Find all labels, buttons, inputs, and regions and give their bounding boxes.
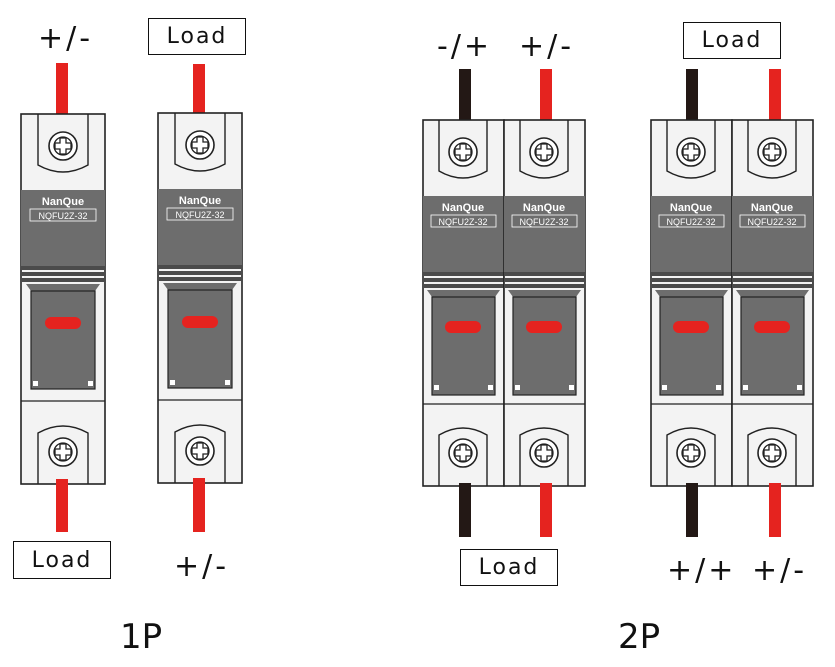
1p-left-bottom-wire [56,479,68,532]
1p-left-top-polarity-label: +/- [38,21,94,56]
1p-right-brand-text: NanQue [179,195,221,207]
1p-caption: 1P [120,617,163,657]
2p-right-pole1-model-text: NQFU2Z-32 [666,217,715,227]
2p-right-pole1-brand-text: NanQue [670,202,712,214]
1p-right-top-wire [193,64,205,118]
2p-caption: 2P [618,617,661,657]
2p-right-bottom-label-2: +/- [752,553,808,588]
2p-left-top-label-2: +/- [519,29,575,64]
2p-left-wire-1-bottom [459,483,471,537]
2p-left-wire-2-top [540,69,552,125]
2p-right-pole2-brand-text: NanQue [751,202,793,214]
2p-right-load-box: Load [683,22,781,59]
1p-left-load-box: Load [13,541,111,579]
1p-right-bottom-polarity-label: +/- [174,549,230,584]
2p-right-bottom-label-1: +/+ [667,553,737,588]
1p-right-breaker: NanQue NQFU2Z-32 [157,112,243,488]
1p-right-load-box: Load [148,18,246,55]
2p-left-load-box: Load [460,549,558,586]
2p-right-wire-2-bottom [769,483,781,537]
2p-left-pole1-brand-text: NanQue [442,202,484,214]
2p-left-pole1-model-text: NQFU2Z-32 [438,217,487,227]
1p-left-model-text: NQFU2Z-32 [38,211,87,221]
2p-right-breaker: NanQue NQFU2Z-32 NanQue N [650,119,814,491]
2p-left-wire-1-top [459,69,471,125]
1p-right-bottom-wire [193,478,205,532]
2p-right-pole2-model-text: NQFU2Z-32 [747,217,796,227]
1p-left-breaker: NanQue NQFU2Z-32 [20,113,106,489]
2p-right-wire-2-top [769,69,781,125]
2p-left-top-label-1: -/+ [437,29,493,64]
2p-left-pole2-model-text: NQFU2Z-32 [519,217,568,227]
2p-left-pole2-brand-text: NanQue [523,202,565,214]
1p-left-brand-text: NanQue [42,196,84,208]
1p-left-top-wire [56,63,68,119]
2p-right-wire-1-top [686,69,698,125]
1p-right-model-text: NQFU2Z-32 [175,210,224,220]
2p-left-wire-2-bottom [540,483,552,537]
2p-left-breaker: NanQue NQFU2Z-32 NanQue N [422,119,586,491]
2p-right-wire-1-bottom [686,483,698,537]
